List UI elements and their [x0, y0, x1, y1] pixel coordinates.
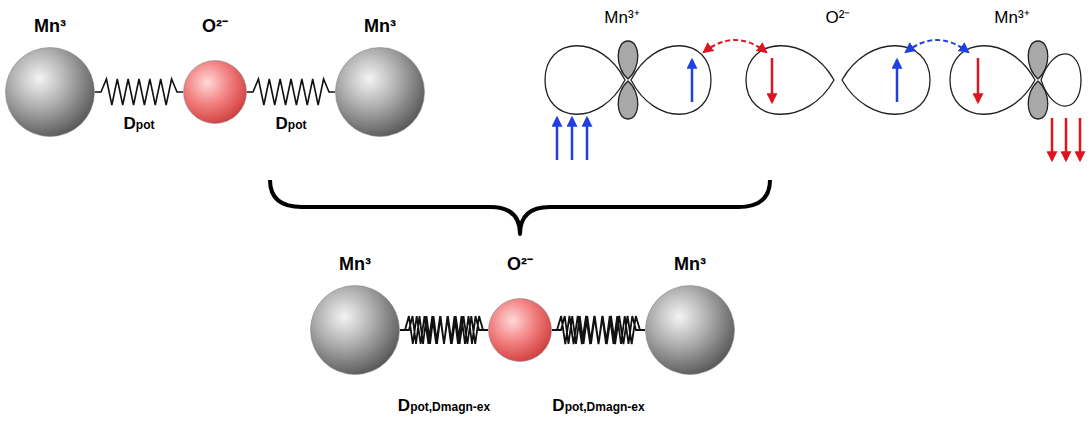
spring — [247, 79, 335, 105]
mn-atom: Mn³ — [335, 47, 425, 137]
sphere-body — [336, 48, 425, 137]
sphere-body — [646, 286, 735, 375]
spin-down — [771, 58, 774, 102]
mn-atom: Mn³ — [645, 285, 735, 375]
spin-down — [977, 58, 980, 102]
spin-up — [556, 118, 559, 160]
sphere — [488, 298, 552, 362]
atom-label: Mn³ — [339, 254, 371, 275]
ion-label: O²⁻ — [826, 8, 851, 28]
atom-label: O²⁻ — [202, 16, 228, 37]
spin-up — [691, 60, 694, 102]
sphere — [335, 47, 425, 137]
spring — [95, 79, 183, 105]
sphere — [5, 47, 95, 137]
spin-up — [571, 118, 574, 160]
spin-down — [1051, 118, 1054, 160]
spring-constant: Dpot — [276, 114, 307, 134]
mn-atom: Mn³ — [5, 47, 95, 137]
o-atom: O²⁻ — [488, 298, 552, 362]
mn-atom: Mn³ — [310, 285, 400, 375]
spring — [552, 316, 645, 344]
exchange-arrow — [704, 40, 766, 52]
atom-label: Mn³ — [34, 16, 66, 37]
sphere-body — [311, 286, 400, 375]
spin-arrows — [557, 58, 1080, 160]
ion-label: Mn³⁺ — [604, 8, 639, 28]
exchange-arrow — [906, 40, 968, 52]
spin-up — [586, 118, 589, 160]
spin-down — [1065, 118, 1068, 160]
spin-up — [896, 60, 899, 102]
curly-brace — [270, 180, 770, 234]
sphere — [310, 285, 400, 375]
o-orbital — [746, 46, 930, 115]
spring — [400, 316, 488, 344]
spin-down — [1079, 118, 1082, 160]
sphere-body — [489, 299, 552, 362]
ion-label: Mn³⁺ — [994, 8, 1029, 28]
spring-constant: Dpot,Dmagn-ex — [398, 396, 490, 416]
mn-orbital — [950, 41, 1081, 119]
atom-label: Mn³ — [364, 16, 396, 37]
spring-constant: Dpot,Dmagn-ex — [552, 396, 644, 416]
atom-label: Mn³ — [674, 254, 706, 275]
o-atom: O²⁻ — [183, 60, 247, 124]
spring-constant: Dpot — [124, 114, 155, 134]
sphere — [645, 285, 735, 375]
sphere-body — [184, 61, 247, 124]
sphere-body — [6, 48, 95, 137]
atom-label: O²⁻ — [507, 254, 533, 275]
sphere — [183, 60, 247, 124]
mn-orbital — [545, 41, 711, 119]
